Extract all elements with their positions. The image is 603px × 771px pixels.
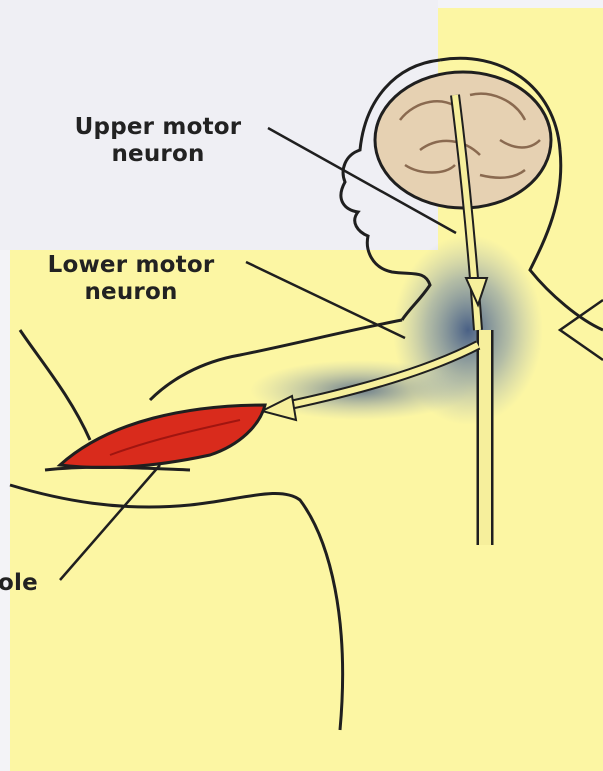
- upper-motor-neuron-label: Upper motor neuron: [38, 114, 278, 168]
- upper-motor-neuron-label-line-1: Upper motor: [38, 114, 278, 141]
- muscle-label-text: ole: [0, 570, 58, 597]
- lower-motor-neuron-label-line-1: Lower motor: [16, 252, 246, 279]
- upper-motor-neuron-label-line-2: neuron: [38, 141, 278, 168]
- lower-motor-neuron-label-line-2: neuron: [16, 279, 246, 306]
- lower-motor-neuron-label: Lower motor neuron: [16, 252, 246, 306]
- muscle-label: ole: [0, 570, 58, 597]
